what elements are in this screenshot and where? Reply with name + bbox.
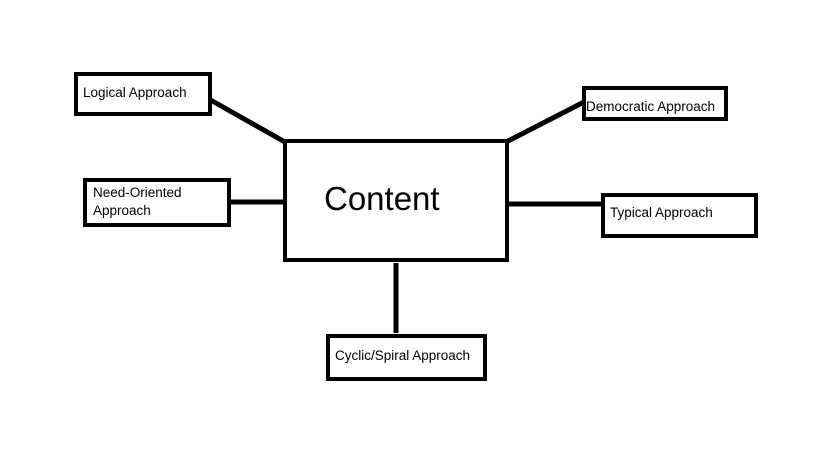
need-oriented-approach-label: Need-Oriented Approach — [93, 185, 182, 218]
cyclic-spiral-approach-node: Cyclic/Spiral Approach — [326, 334, 487, 381]
connector-logical — [205, 95, 287, 145]
logical-approach-label: Logical Approach — [83, 85, 187, 100]
democratic-approach-label: Democratic Approach — [586, 99, 716, 114]
democratic-approach-node: Democratic Approach — [582, 86, 728, 121]
connector-democratic — [506, 99, 586, 144]
cyclic-spiral-approach-label: Cyclic/Spiral Approach — [335, 348, 471, 363]
content-node-label: Content — [324, 180, 440, 217]
typical-approach-label: Typical Approach — [610, 205, 713, 220]
logical-approach-node: Logical Approach — [74, 72, 212, 116]
typical-approach-node: Typical Approach — [601, 193, 758, 238]
content-node: Content — [283, 139, 509, 262]
need-oriented-approach-node: Need-Oriented Approach — [83, 178, 231, 227]
